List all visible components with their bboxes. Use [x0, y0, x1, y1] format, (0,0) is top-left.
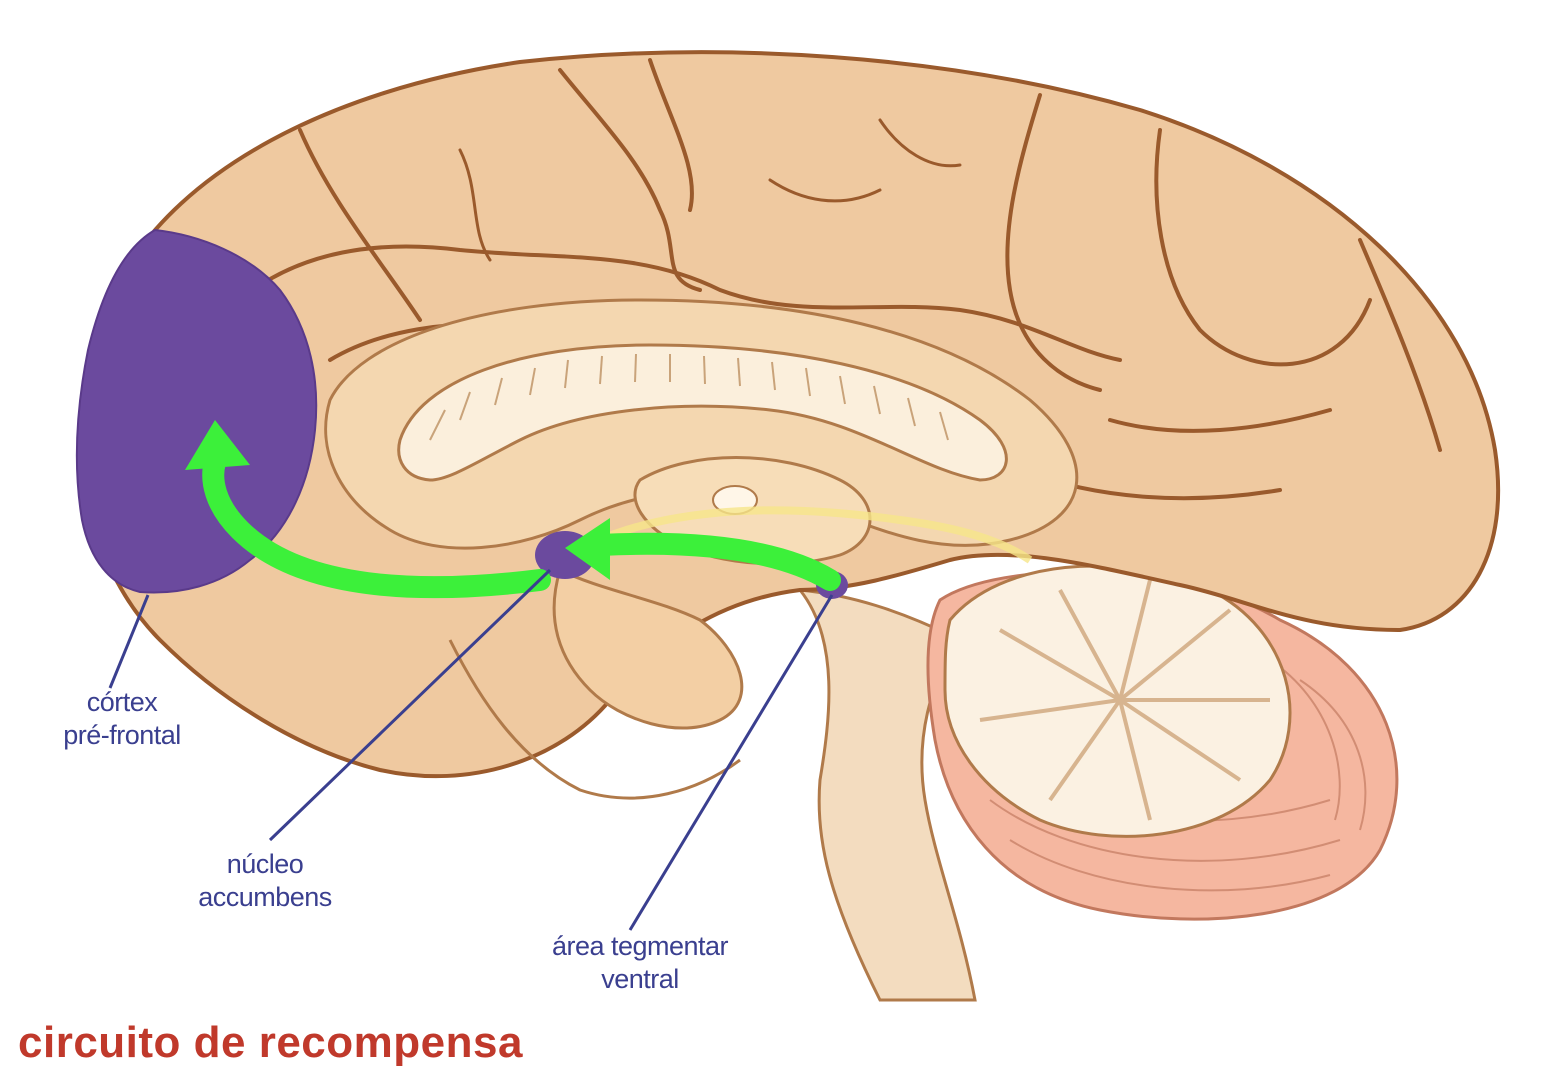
- label-ventral-tegmental-area-line2: ventral: [480, 963, 800, 996]
- diagram-caption: circuito de recompensa: [18, 1018, 523, 1068]
- label-ventral-tegmental-area-line1: área tegmentar: [480, 930, 800, 963]
- label-nucleus-accumbens-line1: núcleo: [150, 848, 380, 881]
- label-nucleus-accumbens: núcleo accumbens: [150, 848, 380, 914]
- label-prefrontal-cortex: córtex pré-frontal: [22, 686, 222, 752]
- label-nucleus-accumbens-line2: accumbens: [150, 881, 380, 914]
- label-prefrontal-cortex-line1: córtex: [22, 686, 222, 719]
- label-prefrontal-cortex-line2: pré-frontal: [22, 719, 222, 752]
- label-ventral-tegmental-area: área tegmentar ventral: [480, 930, 800, 996]
